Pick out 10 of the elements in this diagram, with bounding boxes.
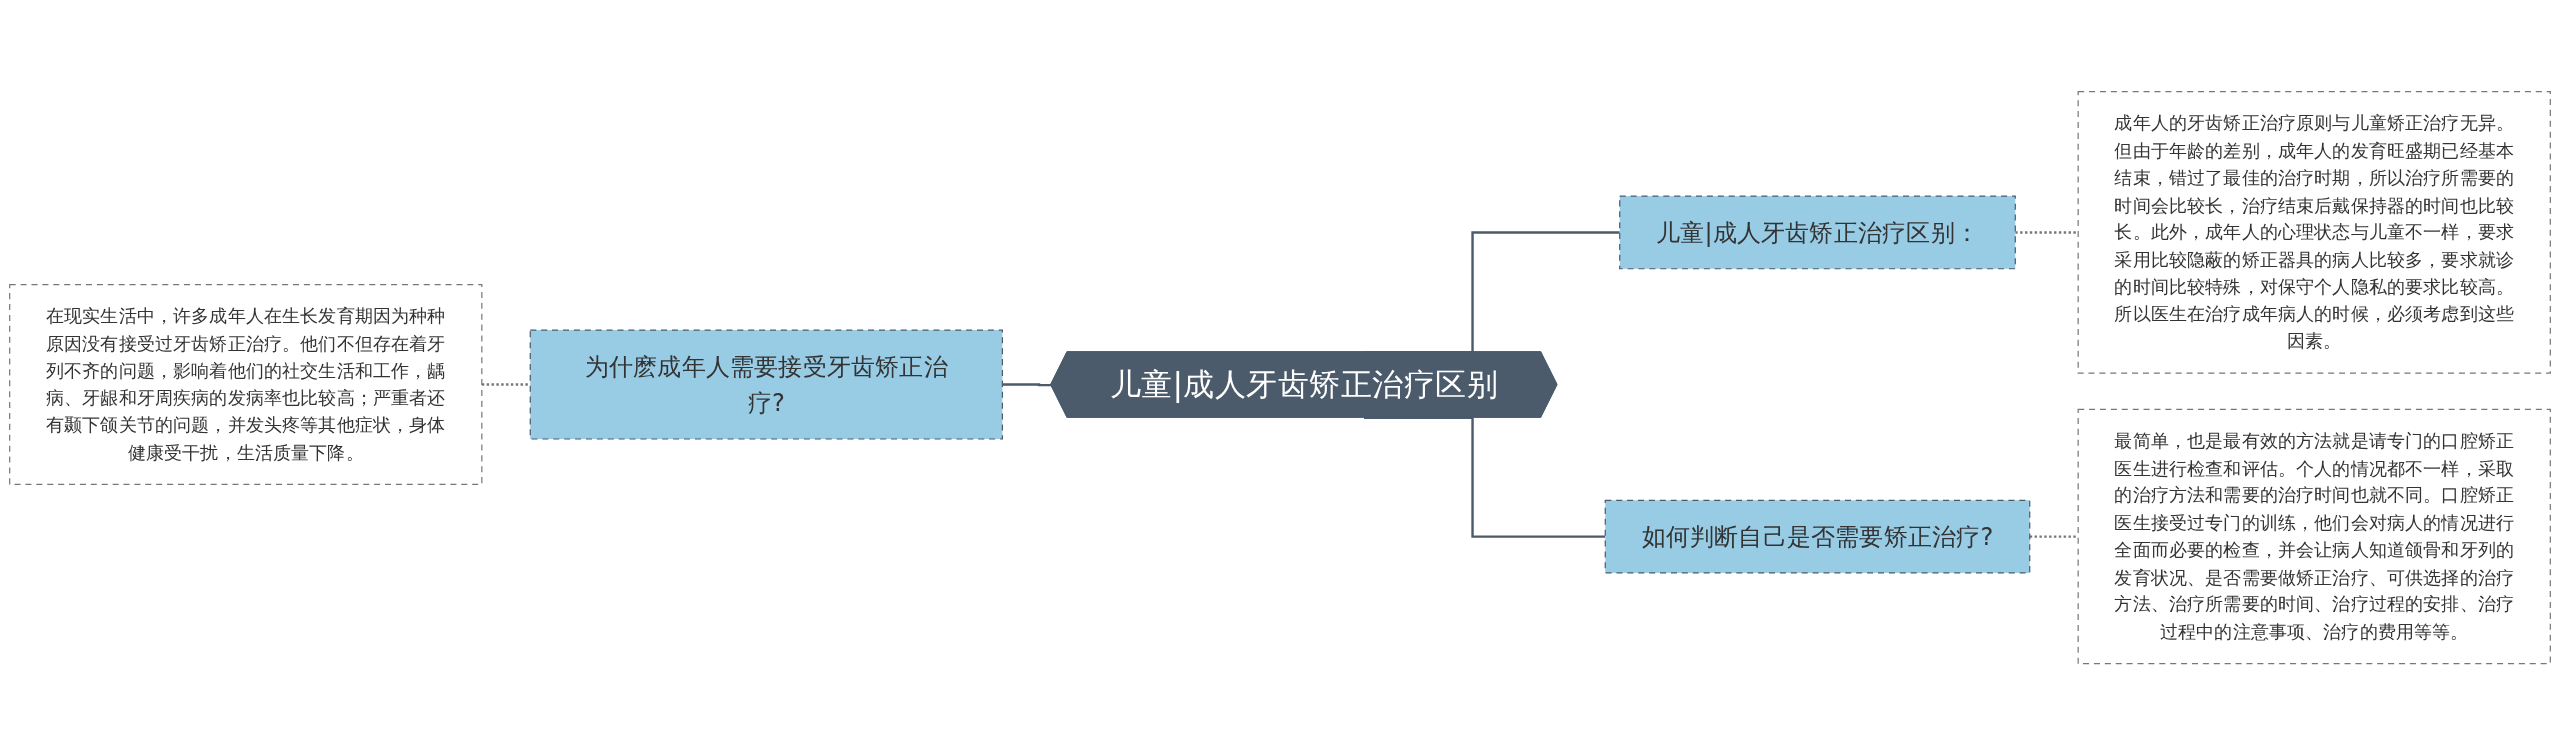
- connector: [2029, 535, 2079, 538]
- node-box: 儿童|成人牙齿矫正治疗区别：: [1619, 195, 2016, 270]
- node-box: 如何判断自己是否需要矫正治疗?: [1604, 499, 2031, 574]
- connector: [481, 383, 531, 386]
- node-box: 在现实生活中，许多成年人在生长发育期因为种种原因没有接受过牙齿矫正治疗。他们不但存在着牙列不齐的问题，影响着他们的社交生活和工作，龋病、牙龈和牙周疾病的发病率也比较高；严重者还有颞下颌关节的问题，并发头疼等其他症状，身体健康受干扰，生活质量下降。: [9, 283, 483, 485]
- node-box: 最简单，也是最有效的方法就是请专门的口腔矫正医生进行检查和评估。个人的情况都不一样，采取的治疗方法和需要的治疗时间也就不同。口腔矫正医生接受过专门的训练，他们会对病人的情况进行全面而必要的检查，并会让病人知道颌骨和牙列的发育状况、是否需要做矫正治疗、可供选择的治疗方法、治疗所需要的时间、治疗过程的安排、治疗过程中的注意事项、治疗的费用等等。: [2077, 408, 2551, 665]
- connector: [1002, 383, 1052, 387]
- node-box: 成年人的牙齿矫正治疗原则与儿童矫正治疗无异。但由于年龄的差别，成年人的发育旺盛期已经基本结束，错过了最佳的治疗时期，所以治疗所需要的时间会比较长，治疗结束后戴保持器的时间也比较长。此外，成年人的心理状态与儿童不一样，要求采用比较隐蔽的矫正器具的病人比较多，要求就诊的时间比较特殊，对保守个人隐私的要求比较高。所以医生在治疗成年病人的时候，必须考虑到这些因素。: [2077, 90, 2551, 374]
- connector: [1364, 416, 1606, 538]
- node-box: 为什麽成年人需要接受牙齿矫正治疗?: [529, 329, 1003, 440]
